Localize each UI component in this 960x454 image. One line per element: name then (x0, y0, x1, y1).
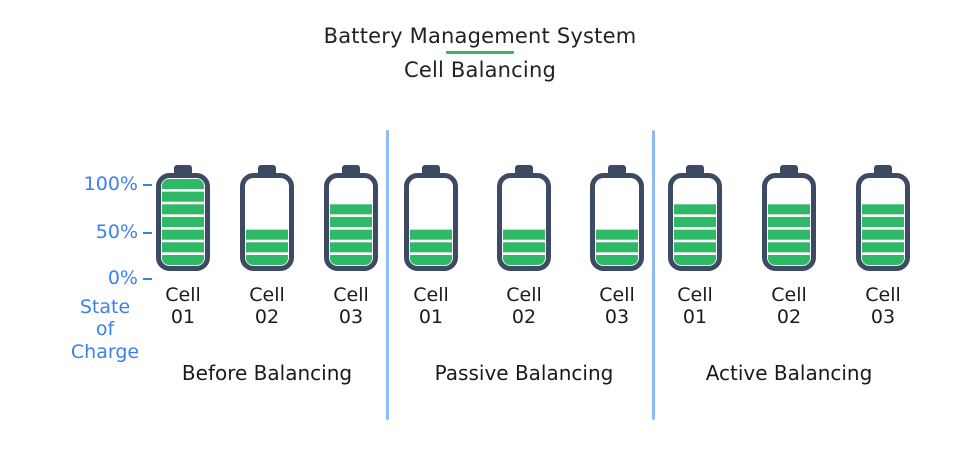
cell-label-name: Cell (865, 284, 901, 306)
cell-label-index: 02 (254, 306, 280, 329)
title-divider-rule (446, 51, 514, 55)
cell-label-index: 02 (776, 306, 802, 329)
group-caption: Passive Balancing (434, 361, 614, 386)
group-active-balancing: Cell 01 Cell 02 Cell 03 Active Balancing (664, 165, 914, 385)
cell-column[interactable]: Cell 03 (586, 165, 648, 328)
y-axis-title-line-1: State (79, 296, 131, 318)
cell-label-name: Cell (413, 284, 449, 306)
cell-label-index: 02 (511, 306, 537, 329)
cell-label: Cell 01 (677, 284, 713, 328)
group-caption: Before Balancing (181, 361, 353, 386)
cell-label: Cell 02 (771, 284, 807, 328)
battery-icon[interactable] (497, 165, 551, 271)
cell-column[interactable]: Cell 02 (758, 165, 820, 328)
cell-label: Cell 03 (865, 284, 901, 328)
cell-label: Cell 02 (249, 284, 285, 328)
battery-icon[interactable] (156, 165, 210, 271)
cells-row: Cell 01 Cell 02 Cell 03 (152, 165, 382, 328)
y-axis-title-line-2: of (95, 318, 115, 341)
y-tick-100: 100% (84, 175, 152, 194)
cell-column[interactable]: Cell 01 (400, 165, 462, 328)
cell-label-index: 03 (604, 306, 630, 329)
cell-label-name: Cell (599, 284, 635, 306)
cell-label-index: 03 (870, 306, 896, 329)
cell-label-name: Cell (165, 284, 201, 306)
page-subtitle: Cell Balancing (403, 58, 557, 83)
cell-label-index: 03 (338, 306, 364, 329)
page-title: Battery Management System (323, 24, 637, 48)
battery-icon[interactable] (240, 165, 294, 271)
y-tick-100-dash-icon (143, 183, 152, 186)
cell-label: Cell 01 (165, 284, 201, 328)
group-passive-balancing: Cell 01 Cell 02 Cell 03 Passive Balancin (400, 165, 648, 385)
cell-label-name: Cell (677, 284, 713, 306)
cell-label-index: 01 (418, 306, 444, 329)
battery-icon[interactable] (590, 165, 644, 271)
cell-column[interactable]: Cell 02 (493, 165, 555, 328)
cell-column[interactable]: Cell 01 (664, 165, 726, 328)
y-tick-50-label: 50% (95, 221, 138, 243)
group-before-balancing: Cell 01 Cell 02 Cell 03 Before Balancing (152, 165, 382, 385)
cell-balancing-chart: 100% 50% 0% State of Charge Cell 01 (0, 120, 960, 430)
y-tick-0-label: 0% (107, 267, 138, 289)
cell-label: Cell 02 (506, 284, 542, 328)
cell-label-name: Cell (771, 284, 807, 306)
cell-label: Cell 03 (599, 284, 635, 328)
y-tick-0: 0% (108, 269, 152, 288)
battery-icon[interactable] (668, 165, 722, 271)
cell-column[interactable]: Cell 02 (236, 165, 298, 328)
battery-icon[interactable] (324, 165, 378, 271)
cell-label-name: Cell (333, 284, 369, 306)
cell-label: Cell 01 (413, 284, 449, 328)
y-tick-0-dash-icon (143, 277, 152, 280)
cell-label-name: Cell (249, 284, 285, 306)
battery-icon[interactable] (762, 165, 816, 271)
cells-row: Cell 01 Cell 02 Cell 03 (400, 165, 648, 328)
cell-label-index: 01 (170, 306, 196, 329)
group-divider-1 (386, 130, 389, 420)
cell-label: Cell 03 (333, 284, 369, 328)
cell-column[interactable]: Cell 03 (320, 165, 382, 328)
group-caption: Active Balancing (705, 361, 873, 386)
y-tick-100-label: 100% (83, 173, 138, 195)
cell-label-index: 01 (682, 306, 708, 329)
y-axis-title: State of Charge (62, 296, 148, 363)
page-header: Battery Management System Cell Balancing (0, 0, 960, 82)
cell-column[interactable]: Cell 01 (152, 165, 214, 328)
battery-icon[interactable] (856, 165, 910, 271)
cell-column[interactable]: Cell 03 (852, 165, 914, 328)
cell-label-name: Cell (506, 284, 542, 306)
y-axis: 100% 50% 0% (60, 175, 152, 288)
group-divider-2 (652, 130, 655, 420)
y-axis-title-line-3: Charge (70, 340, 140, 363)
y-tick-50: 50% (96, 223, 152, 242)
y-tick-50-dash-icon (143, 231, 152, 234)
cells-row: Cell 01 Cell 02 Cell 03 (664, 165, 914, 328)
battery-icon[interactable] (404, 165, 458, 271)
